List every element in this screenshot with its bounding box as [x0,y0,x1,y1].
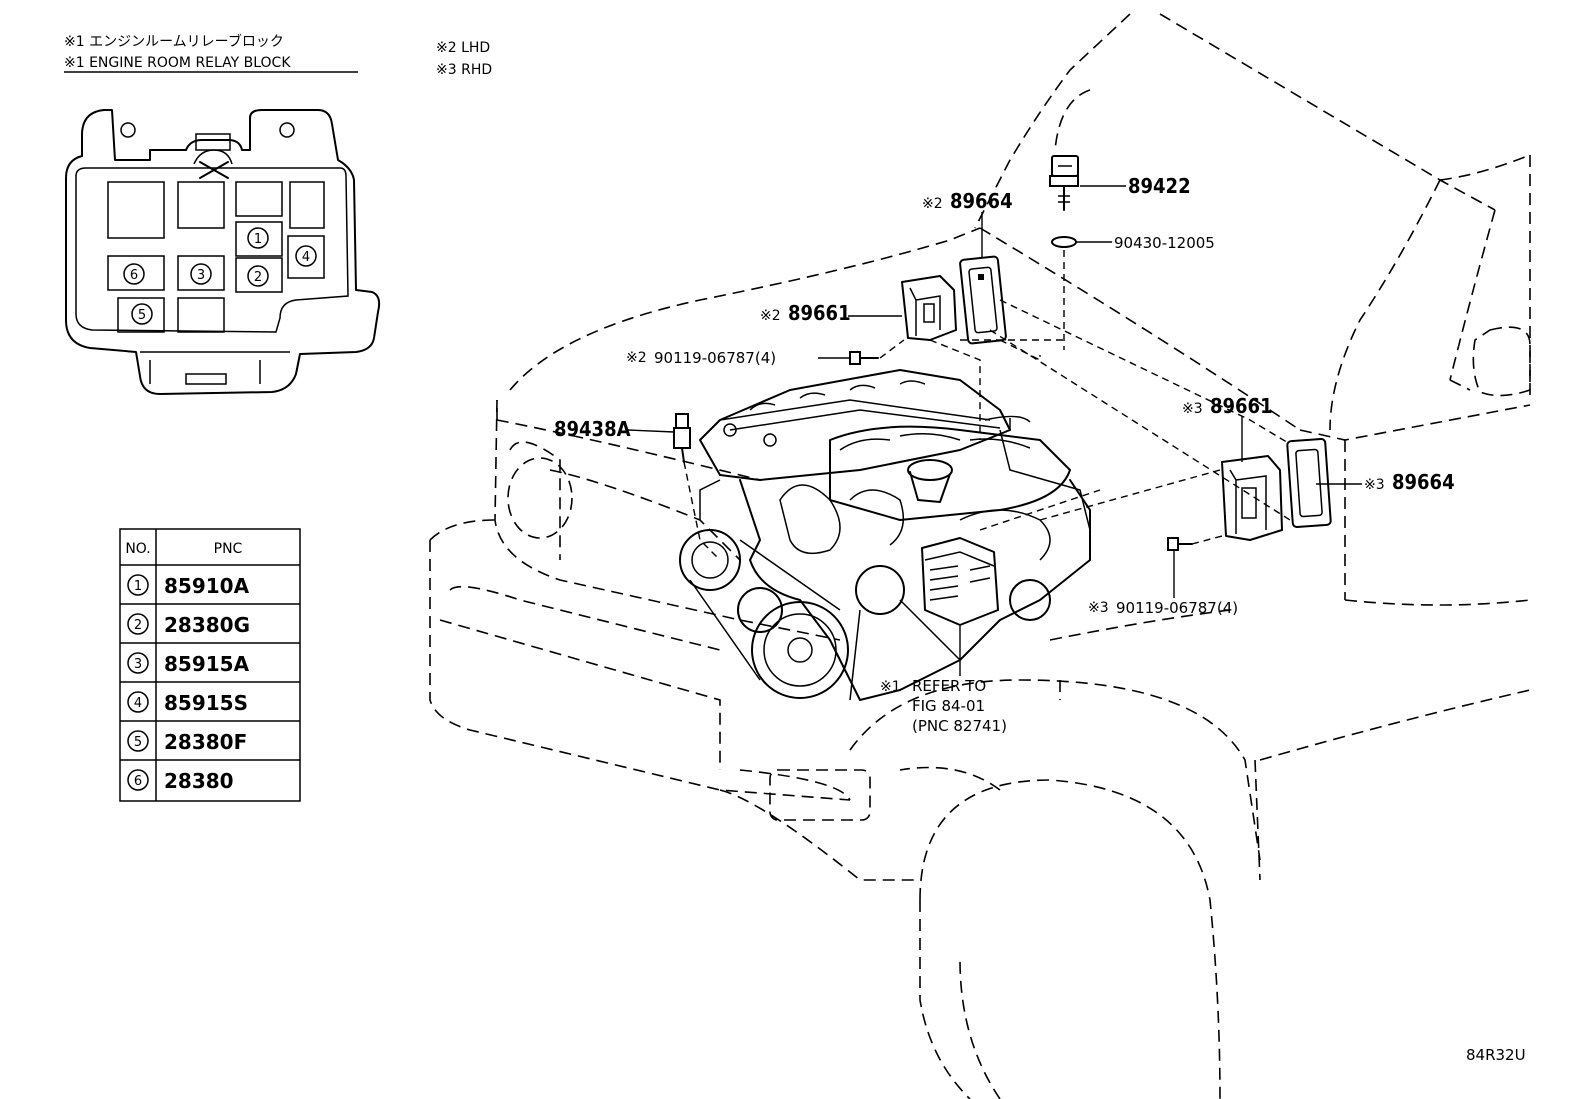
table-row-3-no: 3 [134,657,142,672]
label-bolt-rhd-mark: ※3 [1088,600,1109,616]
table-row-5-no: 5 [134,735,142,750]
bracket-89661-lhd [901,275,957,341]
relay-slot-4: 4 [302,250,310,265]
label-89661-rhd-mark: ※3 [1182,401,1203,417]
table-row-1-pnc: 85910A [164,574,250,598]
label-89664-rhd: 89664 [1392,470,1455,494]
bolt-90119-rhd [1167,537,1193,551]
cover-89664-lhd [959,255,1007,345]
label-refer-mark: ※1 [880,679,901,695]
label-bolt-rhd: 90119-06787(4) [1116,599,1238,617]
relay-slot-1: 1 [254,232,262,247]
label-89422: 89422 [1128,174,1191,198]
label-89661-lhd-mark: ※2 [760,308,781,324]
label-refer-line3: (PNC 82741) [912,717,1007,735]
cover-89664-rhd [1286,438,1332,528]
label-89438a: 89438A [554,417,631,441]
table-row-6-pnc: 28380 [164,769,234,793]
relay-block-title-en: ※1 ENGINE ROOM RELAY BLOCK [64,55,291,71]
figure-code: 84R32U [1466,1046,1526,1064]
note-rhd: ※3 RHD [436,62,492,78]
label-89661-rhd: 89661 [1210,394,1273,418]
label-refer-line2: FIG 84-01 [912,697,985,715]
label-89661-lhd: 89661 [788,301,851,325]
table-row-2-pnc: 28380G [164,613,250,637]
bolt-90119-lhd [849,351,879,365]
vehicle-body-outline [429,13,1531,1099]
label-89664-lhd: 89664 [950,189,1013,213]
bracket-89661-rhd [1221,455,1283,541]
table-row-4-pnc: 85915S [164,691,248,715]
relay-block-title-jp: ※1 エンジンルームリレーブロック [64,33,284,50]
relay-slot-2: 2 [254,270,262,285]
label-89664-rhd-mark: ※3 [1364,477,1385,493]
label-90430-12005: 90430-12005 [1114,234,1215,252]
relay-slot-5: 5 [138,308,146,323]
table-row-5-pnc: 28380F [164,730,247,754]
table-row-6-no: 6 [134,774,142,789]
table-row-1-no: 1 [134,579,142,594]
table-header-no: NO. [125,541,150,557]
ecu-module [921,537,999,626]
relay-slot-6: 6 [130,268,138,283]
label-bolt-lhd-mark: ※2 [626,350,647,366]
pnc-table: NO. PNC 1 85910A 2 28380G 3 85915A 4 859… [119,528,301,802]
sensor-89422 [1049,155,1079,211]
note-lhd: ※2 LHD [436,40,490,56]
label-refer-line1: REFER TO [912,677,986,695]
label-89664-lhd-mark: ※2 [922,196,943,212]
engine-drawing [679,369,1091,701]
table-row-2-no: 2 [134,618,142,633]
table-row-3-pnc: 85915A [164,652,250,676]
relay-slot-3: 3 [197,268,205,283]
washer-90430 [1051,236,1077,248]
label-bolt-lhd: 90119-06787(4) [654,349,776,367]
table-row-4-no: 4 [134,696,142,711]
sensor-89438a [673,413,691,463]
relay-block-drawing: 1 2 3 4 5 6 [65,109,381,395]
table-header-pnc: PNC [214,541,243,557]
